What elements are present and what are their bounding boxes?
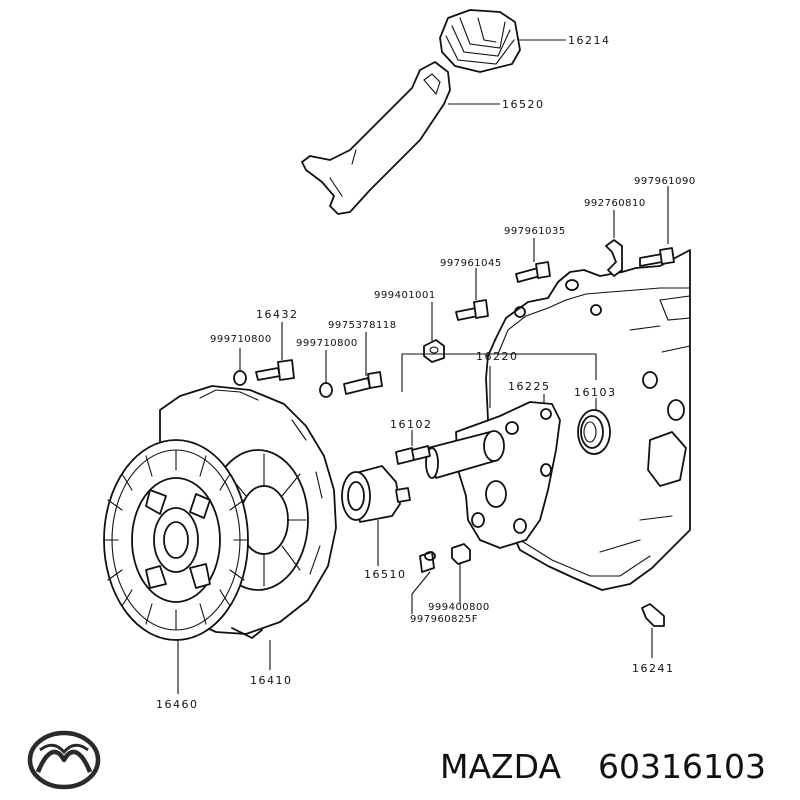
washer-999710800-a bbox=[233, 370, 247, 386]
nut-997960825F bbox=[451, 543, 471, 565]
label-16102: 16102 bbox=[390, 418, 433, 431]
label-16410: 16410 bbox=[250, 674, 293, 687]
release-bearing bbox=[341, 465, 411, 523]
clip-992760810 bbox=[605, 239, 623, 277]
bolt-9975378118 bbox=[343, 371, 383, 395]
label-16520: 16520 bbox=[502, 98, 545, 111]
label-16225: 16225 bbox=[508, 380, 551, 393]
label-992760810: 992760810 bbox=[584, 198, 646, 209]
nut-999401001 bbox=[423, 339, 445, 363]
release-fork-boot bbox=[439, 9, 521, 73]
bolt-997961090 bbox=[639, 247, 675, 267]
washer-999710800-b bbox=[319, 382, 333, 398]
bolt-16432 bbox=[255, 359, 295, 381]
brand-name: MAZDA bbox=[440, 747, 561, 786]
label-997961035: 997961035 bbox=[504, 226, 566, 237]
label-997961090: 997961090 bbox=[634, 176, 696, 187]
label-16214: 16214 bbox=[568, 34, 611, 47]
label-999401001: 999401001 bbox=[374, 290, 436, 301]
release-fork bbox=[301, 61, 451, 215]
mazda-logo-icon bbox=[27, 730, 101, 790]
label-16510: 16510 bbox=[364, 568, 407, 581]
label-16220: 16220 bbox=[476, 350, 519, 363]
label-997960825F: 997960825F bbox=[410, 614, 478, 625]
bolt-997961035 bbox=[515, 261, 551, 283]
label-999710800-b: 999710800 bbox=[296, 338, 358, 349]
bolt-997961045 bbox=[455, 299, 489, 321]
bolt-999400800 bbox=[419, 551, 436, 573]
label-999400800: 999400800 bbox=[428, 602, 490, 613]
bolt-16102 bbox=[395, 445, 431, 465]
label-16103: 16103 bbox=[574, 386, 617, 399]
label-999710800-a: 999710800 bbox=[210, 334, 272, 345]
clip-16241 bbox=[641, 603, 665, 627]
oil-seal bbox=[577, 409, 611, 455]
label-16432: 16432 bbox=[256, 308, 299, 321]
label-16460: 16460 bbox=[156, 698, 199, 711]
label-9975378118: 9975378118 bbox=[328, 320, 397, 331]
clutch-disc bbox=[103, 439, 249, 641]
part-number: 60316103 bbox=[598, 747, 766, 786]
label-16241: 16241 bbox=[632, 662, 675, 675]
label-997961045: 997961045 bbox=[440, 258, 502, 269]
